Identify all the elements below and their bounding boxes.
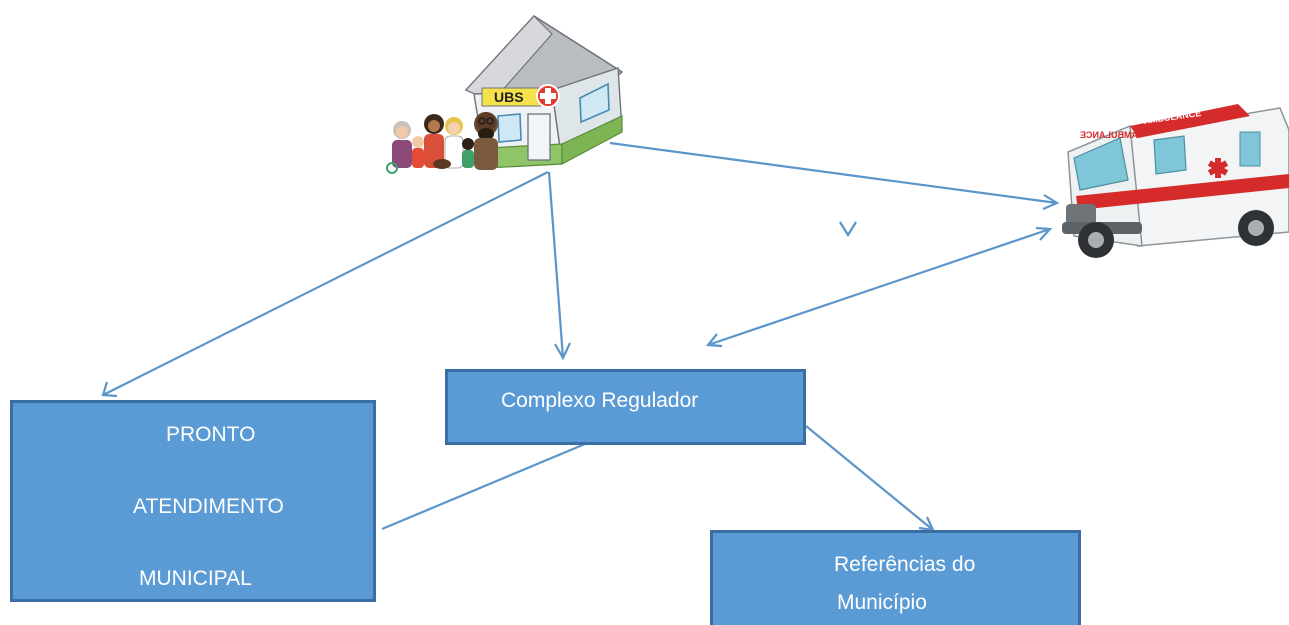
ubs-illustration: UBS (386, 15, 624, 174)
pronto-atendimento-box: PRONTO ATENDIMENTO MUNICIPAL (10, 400, 376, 602)
arrow-complexo-regulador-to-referencias (805, 425, 935, 532)
pronto-atendimento-line3: MUNICIPAL (139, 567, 252, 590)
ubs-sign-label: UBS (494, 89, 524, 105)
referencias-municipio-box: Referências do Município (710, 530, 1081, 625)
pronto-atendimento-line1: PRONTO (166, 423, 256, 446)
referencias-line1: Referências do (834, 553, 976, 576)
stray-chevron-mark (839, 221, 857, 238)
people-icon (386, 112, 498, 174)
complexo-regulador-label: Complexo Regulador (501, 389, 699, 412)
complexo-regulador-box: Complexo Regulador (445, 369, 806, 445)
arrow-ubs-to-complexo-regulador (547, 171, 571, 361)
referencias-line2: Município (837, 591, 927, 614)
ambulance-icon: AMBULANCE AMBULANCE (1062, 104, 1289, 258)
line-complexo-regulador-to-pronto-atendimento (381, 442, 586, 531)
arrow-ambulance-complexo-regulador (705, 226, 1053, 348)
medical-cross-icon (536, 84, 560, 108)
arrow-ubs-to-ambulance (609, 141, 1060, 211)
arrow-ubs-to-pronto-atendimento (101, 171, 549, 398)
pronto-atendimento-line2: ATENDIMENTO (133, 495, 284, 518)
ambulance-mirrored-label: AMBULANCE (1080, 130, 1138, 140)
